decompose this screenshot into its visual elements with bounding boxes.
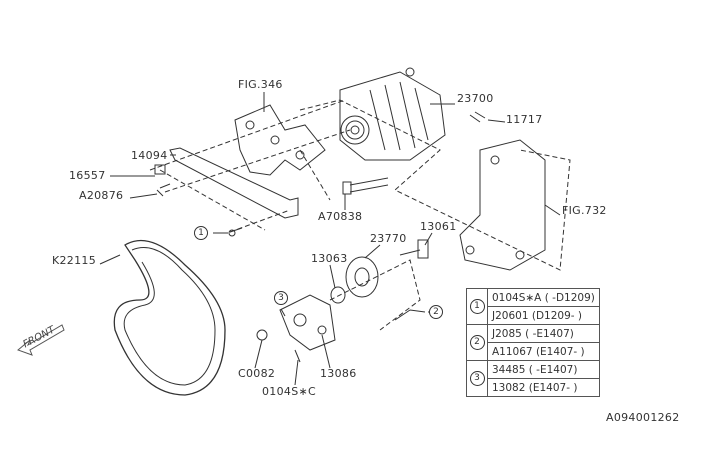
front-arrow-icon — [17, 324, 65, 356]
part-cell[interactable]: J2085 ( -E1407) — [487, 324, 600, 343]
tensioner-arm — [279, 294, 336, 351]
callout-a70838[interactable]: A70838 — [318, 210, 363, 223]
part-cell[interactable]: 0104S∗A ( -D1209) — [487, 288, 600, 307]
ref-circle-1[interactable]: 1 — [194, 226, 208, 240]
leader-lines — [99, 92, 561, 386]
ref-cell: 1 — [466, 288, 488, 325]
table-row: 2 J2085 ( -E1407) — [466, 324, 600, 361]
part-cell[interactable]: J20601 (D1209- ) — [487, 306, 600, 325]
bracket-fig732 — [459, 139, 546, 271]
ref-cell: 3 — [466, 360, 488, 397]
idler-pulley — [345, 256, 379, 298]
callout-13063[interactable]: 13063 — [311, 252, 348, 265]
bracket-14094 — [169, 147, 299, 219]
diagram-id: A094001262 — [606, 411, 680, 424]
callout-23770[interactable]: 23770 — [370, 232, 407, 245]
callout-13086[interactable]: 13086 — [320, 367, 357, 380]
ref-circle-3[interactable]: 3 — [274, 291, 288, 305]
callout-11717[interactable]: 11717 — [506, 113, 543, 126]
callout-c0082[interactable]: C0082 — [238, 367, 276, 380]
table-row: 1 0104S∗A ( -D1209) — [466, 288, 600, 325]
callout-13061[interactable]: 13061 — [420, 220, 457, 233]
part-cell[interactable]: 34485 ( -E1407) — [487, 360, 600, 379]
bracket-fig346 — [234, 104, 326, 176]
table-row: 13082 (E1407- ) — [467, 378, 600, 397]
callout-14094[interactable]: 14094 — [131, 149, 168, 162]
part-cell[interactable]: 13082 (E1407- ) — [487, 378, 600, 397]
ref-cell: 2 — [466, 324, 488, 361]
ref-circle-2[interactable]: 2 — [429, 305, 443, 319]
drive-belt — [113, 239, 226, 396]
callout-fig346[interactable]: FIG.346 — [238, 78, 283, 91]
callout-fig732[interactable]: FIG.732 — [562, 204, 607, 217]
alternator — [339, 67, 446, 161]
callout-16557[interactable]: 16557 — [69, 169, 106, 182]
part-cell[interactable]: A11067 (E1407- ) — [487, 342, 600, 361]
callout-a20876[interactable]: A20876 — [79, 189, 124, 202]
part-variant-table: 1 0104S∗A ( -D1209) J20601 (D1209- ) 2 J… — [466, 288, 600, 397]
callout-0104s-c[interactable]: 0104S∗C — [262, 385, 316, 398]
callout-k22115[interactable]: K22115 — [52, 254, 97, 267]
callout-23700[interactable]: 23700 — [457, 92, 494, 105]
table-row: 3 34485 ( -E1407) — [466, 360, 600, 397]
